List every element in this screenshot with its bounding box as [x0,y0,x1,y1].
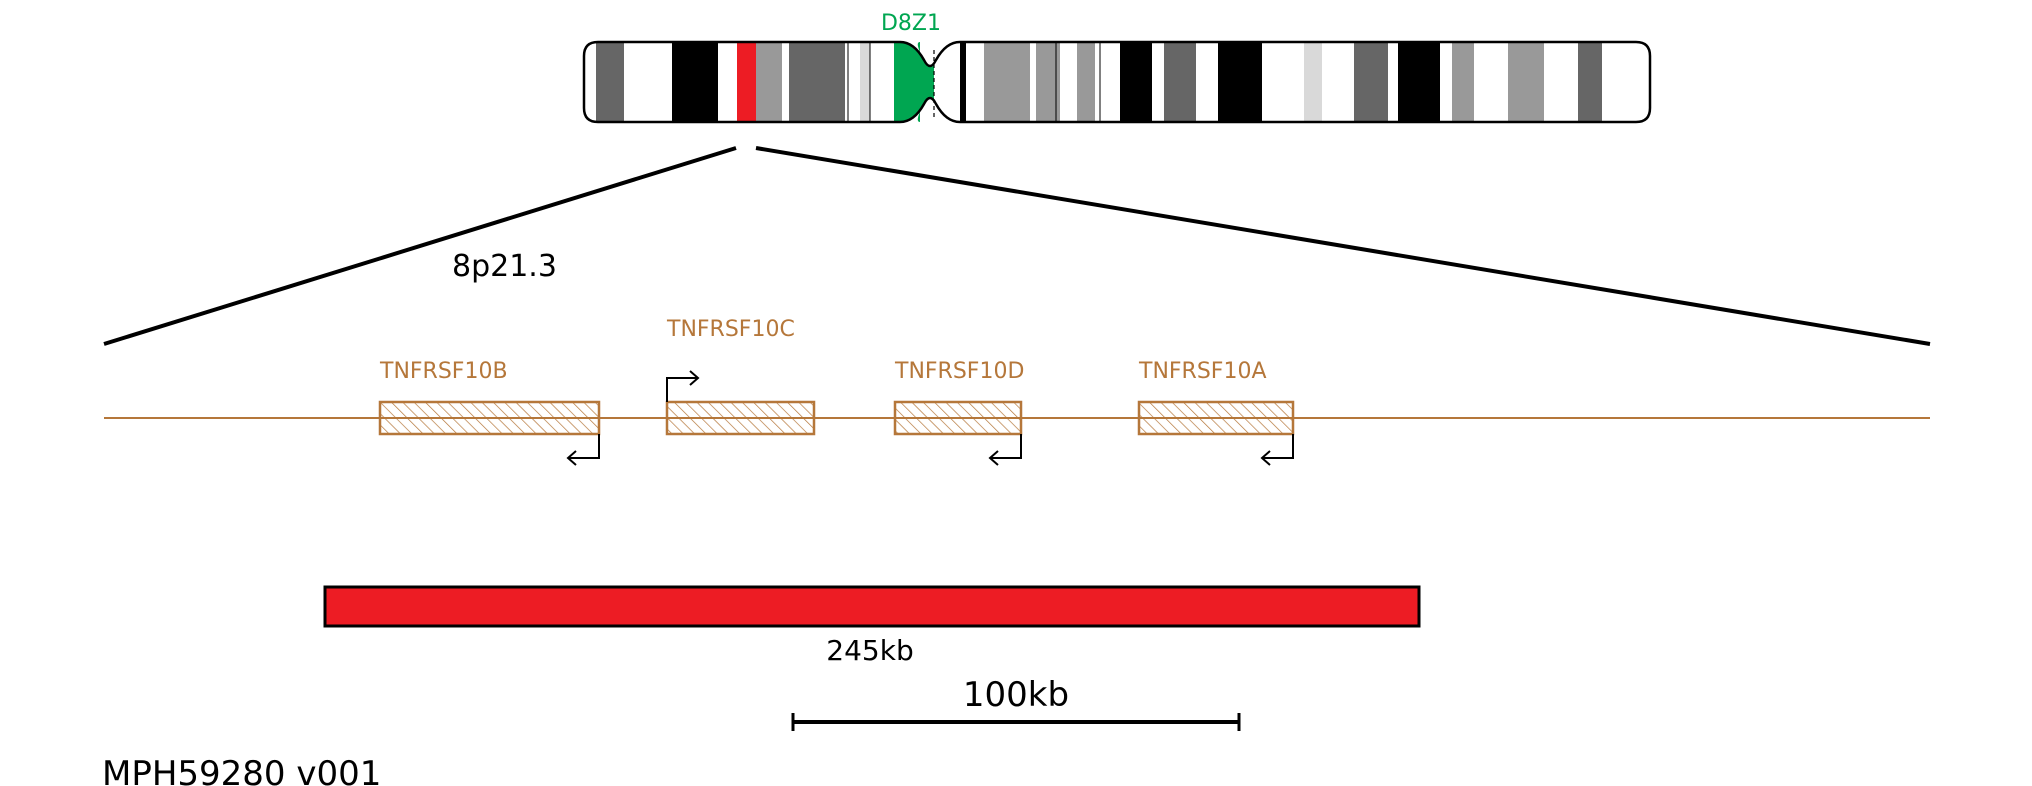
band [1218,42,1262,122]
scale-bar [791,713,1241,731]
band [984,42,1030,122]
band [1578,42,1602,122]
probe-bar [323,585,1421,628]
gene-tnfrsf10c: TNFRSF10C [665,317,816,436]
band [1398,42,1440,122]
gene-tnfrsf10d: TNFRSF10D [893,359,1024,466]
gene-box [1137,400,1295,436]
chromosome-ideogram [582,40,1652,124]
chromosome-outline [582,40,1652,124]
centromere-label: D8Z1 [881,11,941,36]
gene-box [378,400,601,436]
transcription-direction-arrow [988,434,1022,466]
transcription-direction-arrow [566,434,600,466]
chromosome-p-arm [584,42,960,122]
band [860,42,870,122]
band [596,42,624,122]
band [1354,42,1388,122]
gene-box [665,400,816,436]
band [1452,42,1474,122]
zoom-line-right [755,146,1931,346]
transcription-direction-arrow [666,370,700,402]
band [756,42,782,122]
band [1077,42,1095,122]
gene-label: TNFRSF10C [666,317,795,342]
gene-label: TNFRSF10D [894,359,1024,384]
product-code: MPH59280 v001 [102,754,381,786]
probe-size-label: 245kb [826,634,913,667]
chromosome-q-arm [917,42,1650,122]
zoom-line-left [103,146,737,346]
scale-bar-label: 100kb [963,675,1069,715]
band [672,42,718,122]
band-label: 8p21.3 [452,249,557,284]
gene-tnfrsf10b: TNFRSF10B [378,359,601,466]
band-separators [847,42,1101,122]
band [1508,42,1544,122]
band [1164,42,1196,122]
transcription-direction-arrow [1260,434,1294,466]
band [789,42,845,122]
band [1120,42,1152,122]
gene-label: TNFRSF10A [1138,359,1267,384]
band [960,42,966,122]
band [1304,42,1322,122]
gene-box [893,400,1023,436]
gene-label: TNFRSF10B [379,359,508,384]
gene-tnfrsf10a: TNFRSF10A [1137,359,1295,466]
highlighted-band [737,42,756,122]
